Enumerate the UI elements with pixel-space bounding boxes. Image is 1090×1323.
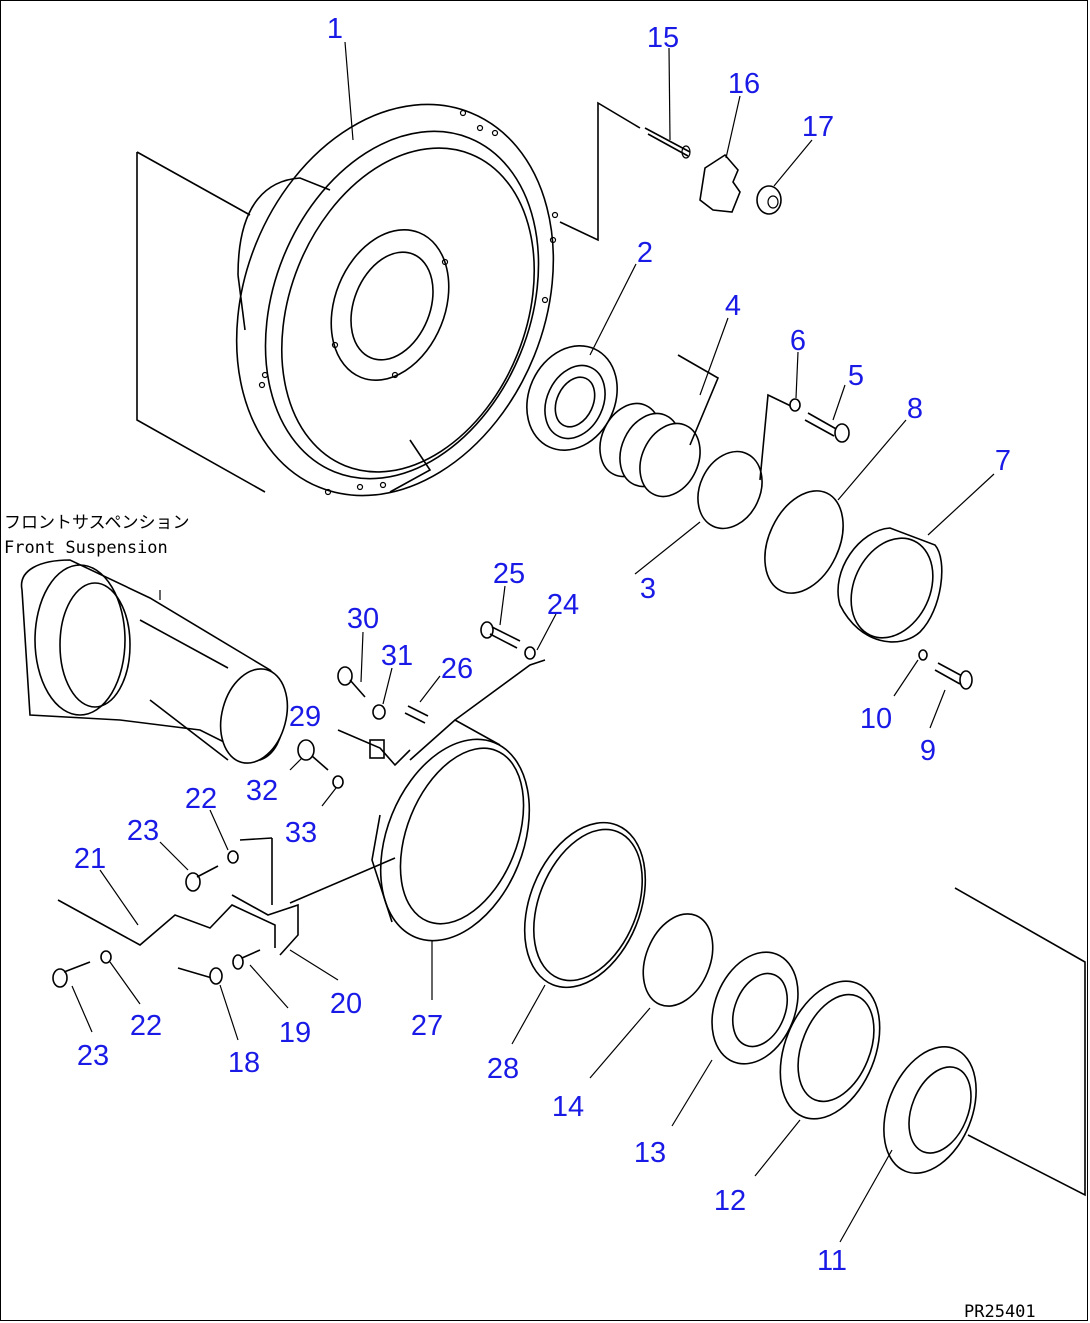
part-10-washer — [918, 649, 928, 661]
callout-3: 3 — [640, 573, 656, 605]
part-23-bolt-lower — [52, 961, 91, 988]
part-31-washer — [372, 704, 386, 720]
callout-4: 4 — [725, 290, 741, 322]
part-26-pin — [404, 705, 429, 724]
part-5-bolt — [804, 412, 850, 443]
callout-2: 2 — [637, 237, 653, 269]
bracket-assembly — [57, 837, 396, 956]
part-19-bolt — [232, 949, 261, 970]
callout-5: 5 — [848, 360, 864, 392]
part-11-bearing — [883, 887, 1086, 1197]
part-23-bolt-upper — [185, 865, 219, 892]
part-28-snap-ring — [523, 821, 647, 989]
part-7-cover — [837, 527, 943, 643]
callout-23: 23 — [127, 815, 159, 847]
part-14-shim — [642, 913, 714, 1007]
callout-29: 29 — [289, 701, 321, 733]
callout-11: 11 — [817, 1245, 847, 1277]
callout-12: 12 — [714, 1185, 746, 1217]
callout-labels: 1234567891011121314151617181920212223242… — [74, 13, 1011, 1277]
callout-9: 9 — [920, 735, 936, 767]
part-30-bolt — [337, 666, 366, 698]
part-2-bearing — [526, 344, 618, 452]
part-24-washer — [524, 646, 536, 660]
callout-25: 25 — [493, 558, 525, 590]
callout-27: 27 — [411, 1010, 443, 1042]
part-22-washer-lower — [100, 950, 112, 964]
housing-bolt-holes — [258, 109, 559, 496]
callout-17: 17 — [802, 111, 834, 143]
part-32-bolt — [297, 739, 329, 771]
part-33-washer — [332, 775, 344, 789]
figure-code: PR25401 — [964, 1302, 1036, 1322]
part-25-bolt — [480, 621, 521, 649]
part-9-bolt — [934, 662, 973, 690]
part-12-bearing — [779, 980, 881, 1120]
callout-7: 7 — [995, 445, 1011, 477]
part-16-lock-plate — [699, 153, 741, 213]
part-4-gear-pack — [599, 354, 720, 498]
part-3-plate — [697, 393, 796, 530]
callout-30: 30 — [347, 603, 379, 635]
part-15-stud — [644, 127, 691, 159]
callout-28: 28 — [487, 1053, 519, 1085]
part-17-nut — [756, 185, 782, 215]
callout-21: 21 — [74, 843, 106, 875]
callout-20: 20 — [330, 988, 362, 1020]
callout-26: 26 — [441, 653, 473, 685]
part-18-pin — [177, 967, 223, 985]
callout-19: 19 — [279, 1017, 311, 1049]
callout-10: 10 — [860, 703, 892, 735]
callout-16: 16 — [728, 68, 760, 100]
part-22-washer-upper — [227, 850, 239, 864]
callout-22: 22 — [130, 1010, 162, 1042]
part-6-washer — [789, 398, 801, 412]
callout-14: 14 — [552, 1091, 584, 1123]
front-suspension — [20, 559, 289, 764]
part-8-o-ring — [764, 490, 844, 594]
callout-6: 6 — [790, 325, 806, 357]
callout-24: 24 — [547, 589, 579, 621]
callout-15: 15 — [647, 22, 679, 54]
leader-lines — [71, 41, 995, 1243]
suspension-label-en: Front Suspension — [4, 538, 168, 558]
part-1-housing — [136, 103, 559, 497]
callout-22: 22 — [185, 783, 217, 815]
callout-8: 8 — [907, 393, 923, 425]
part-29-fitting — [337, 729, 411, 767]
callout-1: 1 — [327, 13, 343, 45]
callout-23: 23 — [77, 1040, 109, 1072]
callout-31: 31 — [381, 640, 413, 672]
part-27-carrier — [371, 659, 546, 942]
callout-18: 18 — [228, 1047, 260, 1079]
part-13-seal — [711, 951, 799, 1065]
callout-32: 32 — [246, 775, 278, 807]
callout-33: 33 — [285, 817, 317, 849]
suspension-label-jp: フロントサスペンション — [4, 513, 189, 533]
callout-13: 13 — [634, 1137, 666, 1169]
